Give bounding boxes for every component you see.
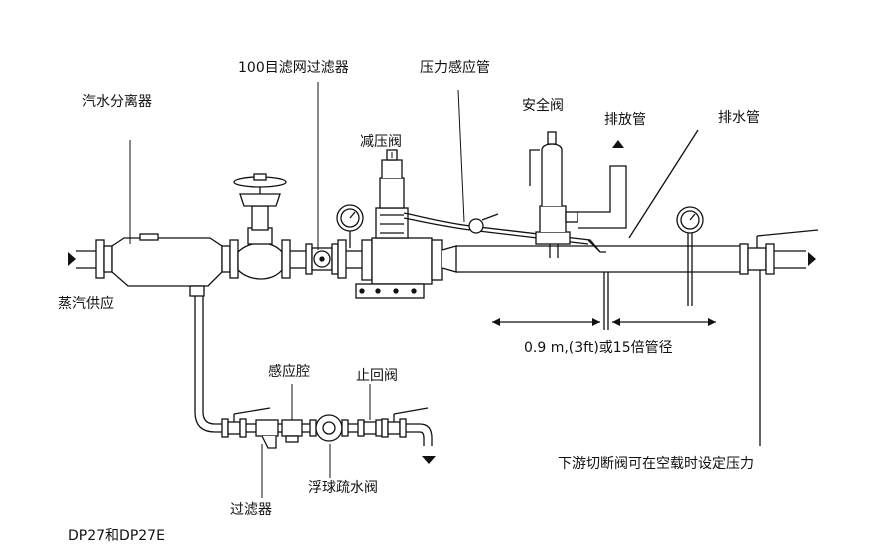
label-check-valve: 止回阀 <box>356 368 398 384</box>
y-strainer <box>255 419 279 449</box>
sensing-pipe <box>403 212 601 253</box>
separator-inlet-flange <box>95 239 105 279</box>
drain-leader <box>628 129 699 239</box>
dimension-marker <box>492 272 716 330</box>
label-sensing-pipe: 压力感应管 <box>420 60 490 76</box>
vent-arrow <box>612 140 624 148</box>
separator-body <box>111 233 223 297</box>
drain-arrow <box>422 456 436 464</box>
drain-outlet-valve <box>381 407 429 438</box>
model-caption: DP27和DP27E <box>68 528 165 544</box>
upstream-pressure-gauge <box>336 204 364 248</box>
label-dimension: 0.9 m,(3ft)或15倍管径 <box>524 340 673 356</box>
vent-pipe <box>578 140 627 229</box>
label-strainer-100: 100目滤网过滤器 <box>238 60 349 76</box>
reducer <box>441 245 457 273</box>
sensing-chamber <box>281 419 303 443</box>
label-sensing-chamber: 感应腔 <box>268 364 310 380</box>
label-reducing-valve: 减压阀 <box>360 134 402 150</box>
drain-ball-valve <box>221 407 271 438</box>
label-float-trap: 浮球疏水阀 <box>308 480 378 496</box>
strainer-100-mesh <box>305 243 339 275</box>
label-steam-supply: 蒸汽供应 <box>58 296 114 312</box>
label-vent-pipe: 排放管 <box>604 112 646 128</box>
downstream-ball-valve <box>739 229 819 446</box>
globe-valve <box>233 173 287 280</box>
outlet-arrow <box>808 252 816 266</box>
pressure-reducing-valve <box>355 149 443 299</box>
label-strainer: 过滤器 <box>230 502 272 518</box>
safety-valve <box>529 131 579 258</box>
inlet-arrow <box>68 252 76 266</box>
inlet-pipe <box>76 250 96 269</box>
label-drain-pipe: 排水管 <box>718 110 760 126</box>
downstream-pressure-gauge <box>676 206 704 306</box>
label-downstream-note: 下游切断阀可在空载时设定压力 <box>558 456 754 472</box>
label-safety-valve: 安全阀 <box>522 98 564 114</box>
drain-line <box>194 296 222 433</box>
label-separator: 汽水分离器 <box>82 94 152 110</box>
check-valve-body <box>357 419 383 437</box>
leader-lines <box>129 82 465 498</box>
float-trap <box>309 414 349 442</box>
